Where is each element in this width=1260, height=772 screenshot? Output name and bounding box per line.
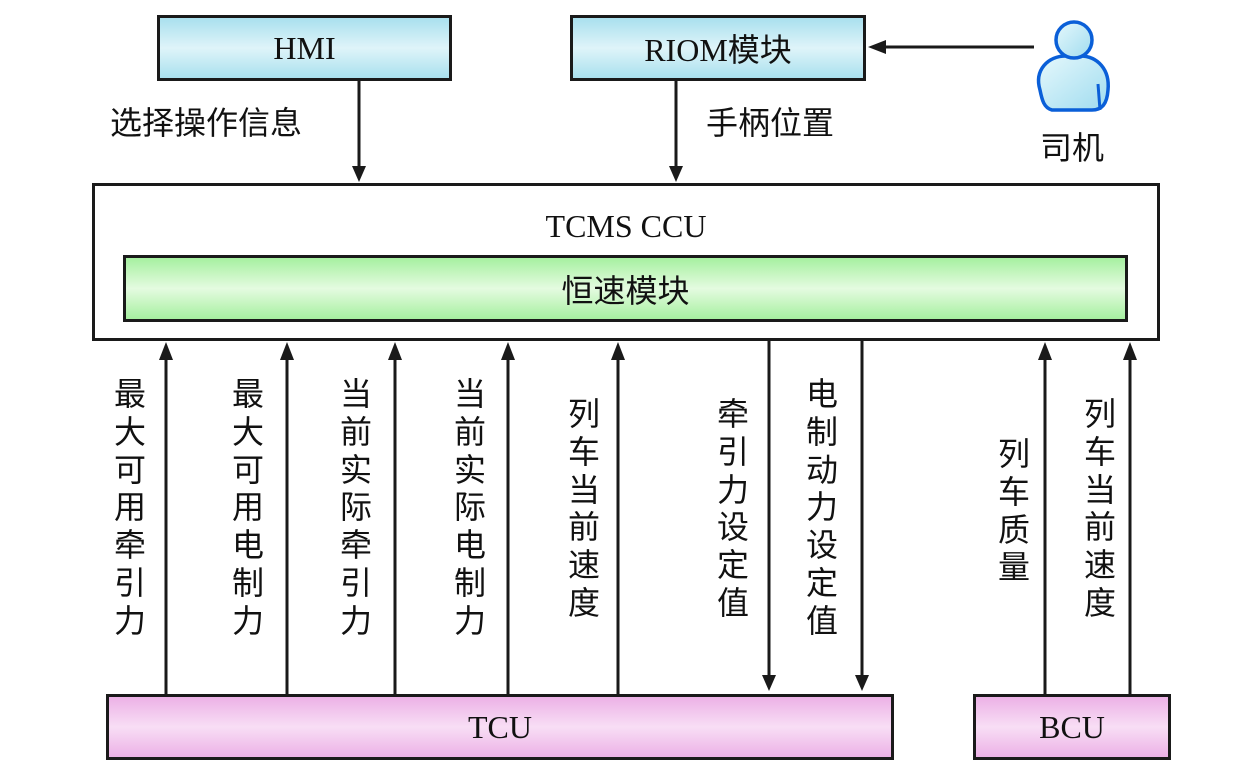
signal-label: 当前实际电制力: [453, 376, 486, 639]
arrowhead-up: [280, 342, 294, 360]
riom-label: RIOM模块: [644, 32, 792, 68]
driver-label: 司机: [1040, 130, 1105, 166]
ccu-label: TCMS CCU: [545, 208, 707, 244]
arrowhead-up: [159, 342, 173, 360]
cruise-module-label: 恒速模块: [561, 272, 690, 309]
signal-label: 列车当前速度: [1083, 396, 1116, 621]
signal-label: 牵引力设定值: [716, 396, 749, 621]
arrowhead-down: [669, 166, 683, 182]
signal-label: 最大可用电制力: [231, 376, 264, 639]
hmi-label: HMI: [273, 29, 336, 66]
signal-label: 列车当前速度: [567, 396, 600, 621]
driver-icon: [1036, 20, 1110, 112]
bcu-box: BCU: [973, 694, 1171, 760]
arrowhead-down: [762, 675, 776, 691]
arrowhead-up: [1038, 342, 1052, 360]
signal-label: 电制动力设定值: [805, 376, 838, 639]
signal-label: 当前实际牵引力: [339, 376, 372, 639]
signal-label: 列车质量: [997, 436, 1030, 586]
bcu-label: BCU: [1039, 708, 1105, 745]
hmi-box: HMI: [157, 15, 452, 81]
tcu-label: TCU: [468, 708, 532, 745]
arrowhead-up: [501, 342, 515, 360]
cruise-module-box: 恒速模块: [123, 255, 1128, 322]
edge-label-riom: 手柄位置: [706, 105, 835, 141]
arrowhead-down: [855, 675, 869, 691]
riom-box: RIOM模块: [570, 15, 866, 81]
edge-label-hmi: 选择操作信息: [110, 105, 303, 141]
signal-label: 最大可用牵引力: [113, 376, 146, 639]
arrowhead-up: [388, 342, 402, 360]
arrowhead-up: [1123, 342, 1137, 360]
tcu-box: TCU: [106, 694, 894, 760]
arrowhead-up: [611, 342, 625, 360]
arrowhead-left: [868, 40, 886, 54]
arrowhead-down: [352, 166, 366, 182]
